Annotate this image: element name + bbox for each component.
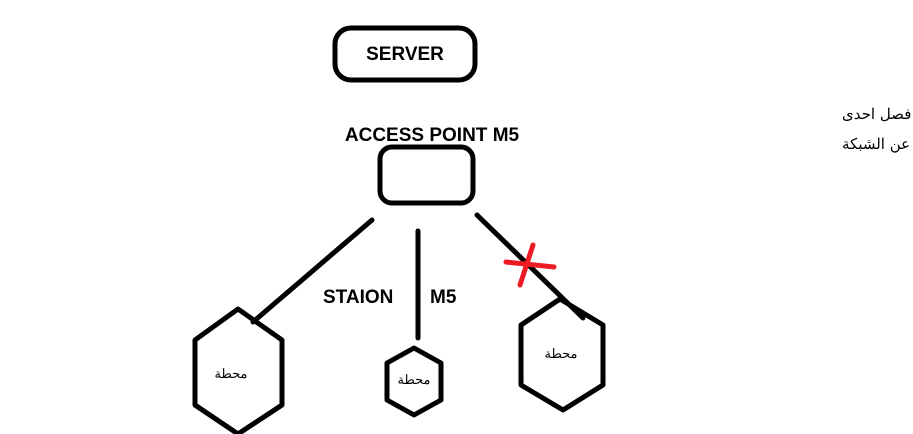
station-left xyxy=(192,306,285,434)
station-left-label: محطة xyxy=(215,367,248,382)
station-right xyxy=(518,296,606,413)
access-point-label: ACCESS POINT M5 xyxy=(345,125,520,146)
caption-line-2: الاكسسات عن الشبكة xyxy=(842,135,913,153)
disconnect-x-mark xyxy=(503,242,557,288)
server-label: SERVER xyxy=(366,44,444,65)
station-middle-label: محطة xyxy=(398,373,431,388)
station-middle xyxy=(384,345,444,418)
caption-line-1: شكل يوضح فصل احدى xyxy=(842,105,913,123)
server-box xyxy=(332,25,478,83)
station-model-label: M5 xyxy=(430,287,457,308)
link-left xyxy=(250,217,375,325)
station-right-label: محطة xyxy=(545,347,578,362)
access-point-box xyxy=(377,144,476,206)
station-label: STAION xyxy=(323,287,393,308)
